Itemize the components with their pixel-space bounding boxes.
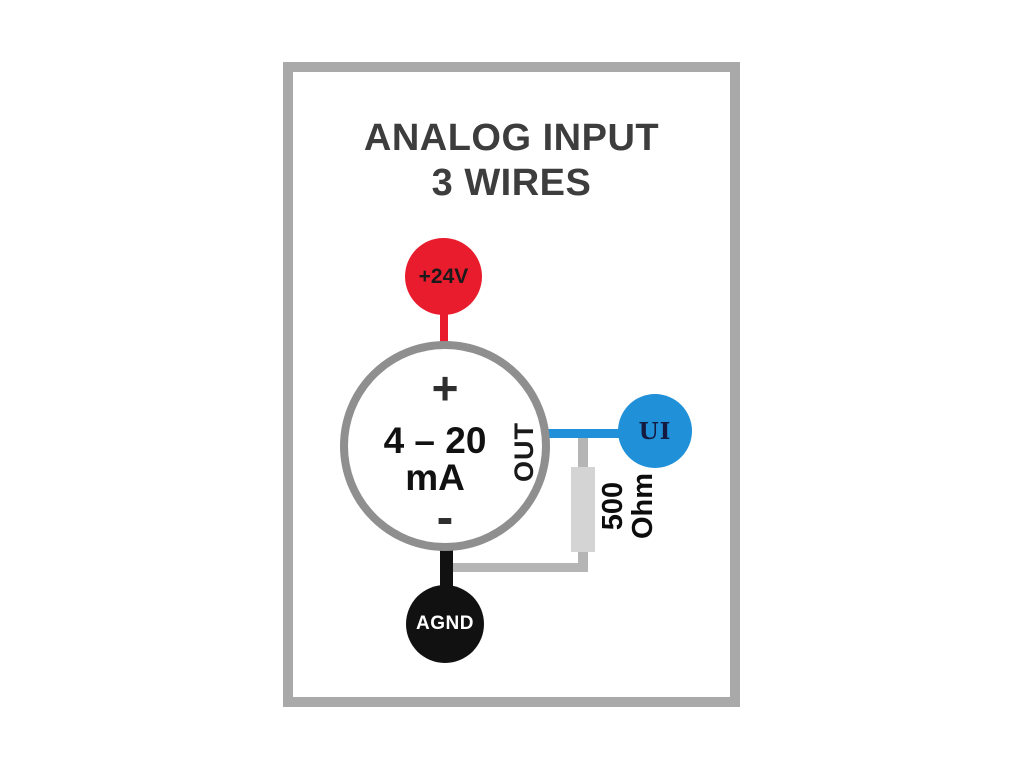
resistor-body xyxy=(571,467,595,552)
sensor-circle xyxy=(340,341,550,551)
sensor-minus-sign: - xyxy=(436,489,454,545)
title-line-1: ANALOG INPUT xyxy=(363,117,660,159)
sensor-range-value: 4 – 20 xyxy=(383,420,487,461)
sensor-plus-sign: + xyxy=(431,362,459,414)
title-line-2: 3 WIRES xyxy=(431,162,592,204)
ground-terminal-label: AGND xyxy=(416,613,474,634)
diagram-title: ANALOG INPUT 3 WIRES xyxy=(283,116,740,206)
power-wire xyxy=(440,304,448,350)
ground-wire xyxy=(440,548,453,593)
ground-terminal: AGND xyxy=(406,585,484,663)
power-terminal: +24V xyxy=(405,238,482,315)
signal-wire xyxy=(546,429,626,438)
sensor-out-label: OUT xyxy=(509,422,539,482)
power-terminal-label: +24V xyxy=(418,264,469,288)
sensor-range-label: 4 – 20 mA xyxy=(330,422,540,496)
ui-input-terminal: UI xyxy=(618,394,692,468)
resistor-wire-bottom xyxy=(578,551,588,572)
resistor-return-wire xyxy=(445,563,588,572)
ui-input-terminal-label: UI xyxy=(638,417,672,445)
resistor-wire-top xyxy=(578,437,588,468)
resistor-label: 500 Ohm xyxy=(597,472,659,540)
sensor-range-unit: mA xyxy=(405,457,465,498)
